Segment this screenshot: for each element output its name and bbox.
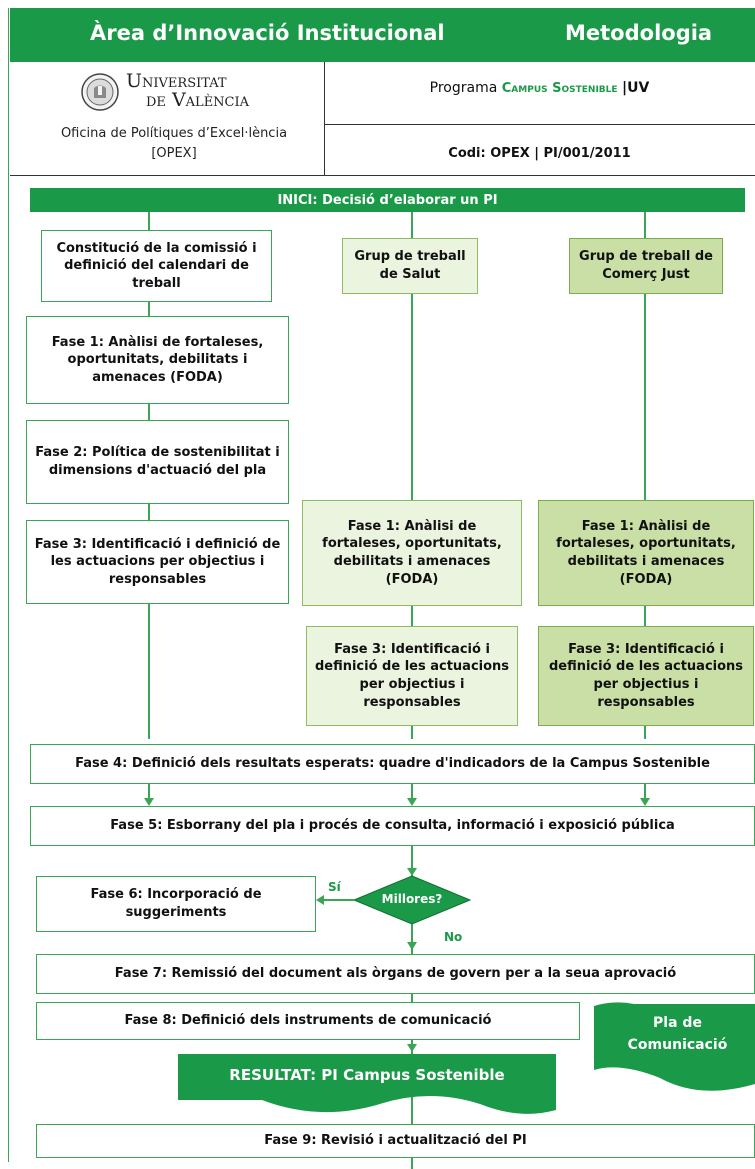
comm-plan-line-1: Pla de: [653, 1015, 702, 1031]
phase8-box: Fase 8: Definició dels instruments de co…: [36, 1002, 580, 1040]
connector-col2: [411, 212, 413, 739]
phase9-box: Fase 9: Revisió i actualització del PI: [36, 1124, 755, 1158]
university-line-1: Universitat: [126, 70, 227, 92]
result-banner: [178, 1054, 556, 1114]
col3-phase3: Fase 3: Identificació i definició de les…: [538, 626, 754, 726]
phase4-box: Fase 4: Definició dels resultats esperat…: [30, 744, 755, 784]
col3-group-comerc-just: Grup de treball de Comerç Just: [569, 238, 723, 294]
arrow-col2-p4-p5: [407, 784, 417, 806]
arrow-yes: [316, 895, 354, 905]
university-logo: [80, 72, 120, 112]
program-line: Programa Campus Sostenible |UV: [324, 80, 755, 96]
no-label: No: [444, 930, 463, 944]
arrow-col3-p4-p5: [640, 784, 650, 806]
comm-plan-line-2: Comunicació: [627, 1037, 728, 1053]
start-bar: INICI: Decisió d’elaborar un PI: [30, 188, 745, 212]
header-info-panel: Universitat de València Oficina de Polít…: [10, 62, 755, 176]
arrow-no: [407, 924, 417, 950]
office-abbr: [OPEX]: [151, 146, 197, 161]
start-label: INICI: Decisió d’elaborar un PI: [277, 192, 498, 208]
university-line-2: de València: [146, 89, 250, 111]
program-name: Campus Sostenible: [501, 81, 618, 96]
col3-phase1: Fase 1: Anàlisi de fortaleses, oportunit…: [538, 500, 754, 606]
connector-col3: [644, 212, 646, 739]
col1-constitution-step: Constitució de la comissió i definició d…: [41, 230, 272, 302]
col1-phase3: Fase 3: Identificació i definició de les…: [26, 520, 289, 604]
arrow-col1-p4-p5: [144, 784, 154, 806]
comm-plan-label: Pla de Comunicació: [600, 1012, 755, 1056]
header-divider-horizontal: [324, 124, 755, 125]
phase6-box: Fase 6: Incorporació de suggeriments: [36, 876, 316, 932]
comm-plan-banner: [594, 1002, 755, 1091]
arrow-p5-decision: [407, 846, 417, 876]
col2-phase3: Fase 3: Identificació i definició de les…: [306, 626, 518, 726]
col1-phase2: Fase 2: Política de sostenibilitat i dim…: [26, 420, 289, 504]
col2-group-salut: Grup de treball de Salut: [342, 238, 478, 294]
header-bar: Àrea d’Innovació Institucional Metodolog…: [10, 8, 755, 62]
program-prefix: Programa: [429, 80, 498, 96]
document-code: Codi: OPEX | PI/001/2011: [448, 146, 631, 161]
phase7-box: Fase 7: Remissió del document als òrgans…: [36, 954, 755, 994]
office-full-name: Oficina de Polítiques d’Excel·lència: [60, 126, 288, 141]
university-name: Universitat de València: [126, 72, 286, 110]
col1-phase1: Fase 1: Anàlisi de fortaleses, oportunit…: [26, 316, 289, 404]
page-frame: [8, 8, 755, 1162]
col2-phase1: Fase 1: Anàlisi de fortaleses, oportunit…: [302, 500, 522, 606]
program-suffix: |UV: [622, 80, 650, 96]
result-label: RESULTAT: PI Campus Sostenible: [229, 1066, 505, 1084]
phase5-box: Fase 5: Esborrany del pla i procés de co…: [30, 806, 755, 846]
method-title: Metodologia: [565, 21, 713, 45]
yes-label: Sí: [328, 880, 341, 894]
area-title: Àrea d’Innovació Institucional: [90, 21, 445, 45]
office-name: Oficina de Polítiques d’Excel·lència [OP…: [24, 124, 324, 164]
header-divider-vertical: [324, 62, 325, 176]
decision-label: Millores?: [381, 892, 443, 906]
